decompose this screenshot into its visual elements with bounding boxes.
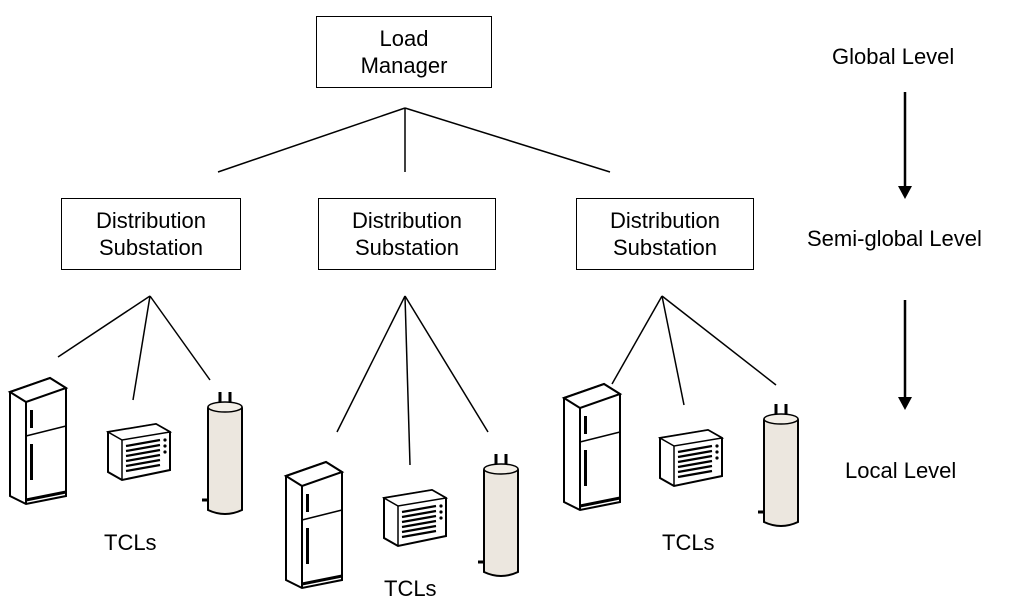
air-conditioner-icon	[105, 422, 173, 482]
substation-box-1: Distribution Substation	[61, 198, 241, 270]
edge-root-sub1	[217, 107, 406, 173]
semi-global-level-label: Semi-global Level	[807, 226, 982, 251]
edge-sub3-ac	[661, 295, 685, 406]
load-manager-label-line2: Manager	[360, 53, 448, 78]
arrowhead-global-to-semi	[898, 186, 912, 199]
water-heater-icon	[202, 392, 243, 515]
edge-sub2-ac	[404, 295, 411, 466]
air-conditioner-icon	[657, 428, 725, 488]
edge-root-sub3	[404, 107, 611, 173]
substation-label-line1: Distribution	[95, 208, 207, 233]
edge-sub3-heater	[661, 295, 777, 386]
edge-sub1-fridge	[57, 295, 151, 358]
water-heater-icon	[478, 454, 519, 577]
arrowhead-semi-to-local	[898, 397, 912, 410]
edge-sub1-heater	[149, 295, 211, 381]
substation-label-line2: Substation	[613, 235, 717, 260]
water-heater-icon	[758, 404, 799, 527]
substation-label-line2: Substation	[99, 235, 203, 260]
local-level-label: Local Level	[845, 458, 957, 483]
refrigerator-icon	[283, 460, 345, 590]
edge-sub2-fridge	[336, 295, 406, 433]
substation-box-3: Distribution Substation	[576, 198, 754, 270]
edge-sub1-ac	[132, 295, 151, 401]
substation-label-line1: Distribution	[351, 208, 463, 233]
global-level-label: Global Level	[832, 44, 955, 69]
edge-sub2-heater	[404, 295, 489, 433]
refrigerator-icon	[561, 382, 623, 512]
refrigerator-icon	[7, 376, 69, 506]
tcl-label-group-2: TCLs	[384, 576, 437, 601]
load-manager-label-line1: Load	[379, 26, 429, 51]
substation-label-line2: Substation	[355, 235, 459, 260]
load-manager-box: Load Manager	[316, 16, 492, 88]
tcl-label-group-3: TCLs	[662, 530, 715, 555]
air-conditioner-icon	[381, 488, 449, 548]
tcl-label-group-1: TCLs	[104, 530, 157, 555]
edge-sub3-fridge	[611, 295, 663, 385]
substation-box-2: Distribution Substation	[318, 198, 496, 270]
substation-label-line1: Distribution	[609, 208, 721, 233]
